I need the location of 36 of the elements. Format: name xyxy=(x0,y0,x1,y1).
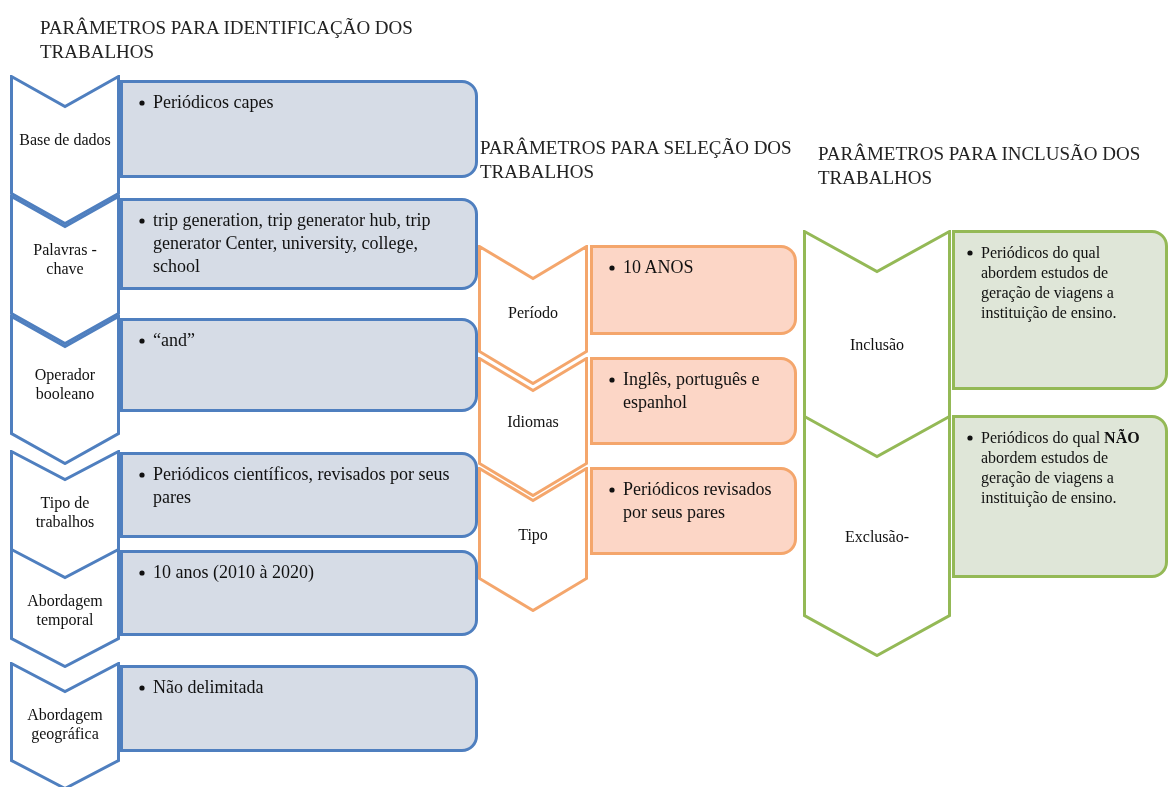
chevron-label: Tipo xyxy=(517,525,549,544)
bullet-text: Periódicos do qual NÃO abordem estudos de geração de viagens a instituição de ensino. xyxy=(981,429,1140,506)
bullet-text: Periódicos do qual abordem estudos de geração de viagens a instituição de ensino. xyxy=(981,244,1117,321)
text-panel xyxy=(590,357,797,445)
chevron-label: Tipo de trabalhos xyxy=(34,493,96,531)
bullet-text: 10 anos (2010 à 2020) xyxy=(153,562,314,582)
chevron-label: Exclusão- xyxy=(844,527,910,546)
section-heading: PARÂMETROS PARA SELEÇÃO DOS TRABALHOS xyxy=(480,136,793,184)
bullet-text: Periódicos capes xyxy=(153,92,274,112)
chevron-label: Abordagem geográfica xyxy=(26,705,104,743)
text-panel xyxy=(120,318,478,412)
chevron-label: Palavras - chave xyxy=(32,240,98,278)
section-heading: PARÂMETROS PARA IDENTIFICAÇÃO DOS TRABALHOS xyxy=(40,16,414,64)
text-panel xyxy=(120,665,478,752)
bullet-text: Não delimitada xyxy=(153,677,264,697)
section-heading: PARÂMETROS PARA INCLUSÃO DOS TRABALHOS xyxy=(818,142,1142,190)
chevron-label: Período xyxy=(507,303,559,322)
text-panel xyxy=(952,230,1168,390)
bullet-text: Inglês, português e espanhol xyxy=(623,369,760,412)
bullet-text: 10 ANOS xyxy=(623,257,694,277)
chevron-label: Idiomas xyxy=(506,412,560,431)
text-panel xyxy=(590,467,797,555)
chevron-label: Base de dados xyxy=(18,130,112,149)
text-panel xyxy=(120,550,478,636)
bullet-text: Periódicos revisados por seus pares xyxy=(623,479,772,522)
chevron-label: Inclusão xyxy=(848,335,906,354)
bullet-text: “and” xyxy=(153,330,195,350)
text-panel xyxy=(590,245,797,335)
text-panel xyxy=(120,80,478,178)
bullet-text: Periódicos científicos, revisados por seus pares xyxy=(153,464,450,507)
chevron-label: Abordagem temporal xyxy=(26,591,104,629)
text-panel xyxy=(120,452,478,538)
bullet-text: trip generation, trip generator hub, trip generator Center, university, college, school xyxy=(153,210,431,276)
text-panel xyxy=(952,415,1168,578)
text-panel xyxy=(120,198,478,290)
chevron-label: Operador booleano xyxy=(33,365,97,403)
